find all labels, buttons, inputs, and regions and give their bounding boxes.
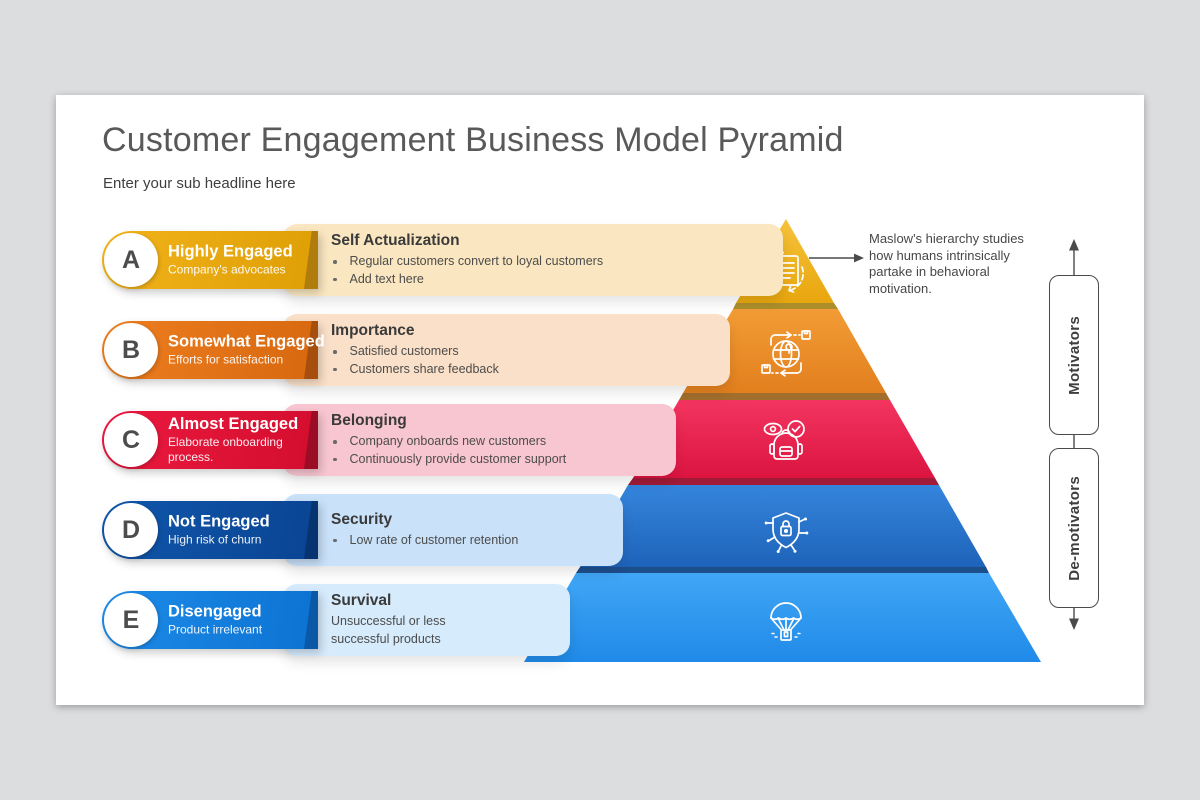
level-bullet: Low rate of customer retention [331, 532, 623, 550]
pill-text: Disengaged Product irrelevant [168, 602, 318, 637]
level-bullet: Satisfied customers [331, 343, 730, 361]
bullet-dot-icon [333, 457, 337, 461]
pill-title: Highly Engaged [168, 242, 293, 261]
badge-letter: C [121, 425, 141, 454]
de-motivators-box: De-motivators [1049, 448, 1099, 608]
bullet-text: Company onboards new customers [349, 434, 547, 448]
level-bullet: Add text here [331, 271, 783, 289]
level-band: Self Actualization Regular customers con… [283, 224, 783, 296]
letter-badge: D [104, 503, 158, 557]
bullet-text: Regular customers convert to loyal custo… [349, 254, 604, 268]
pill-title: Disengaged [168, 602, 262, 621]
pill-subtitle: Company's advocates [168, 262, 286, 277]
bullet-text: Satisfied customers [349, 344, 459, 358]
level-band: Security Low rate of customer retention [283, 494, 623, 566]
pill-text: Not Engaged High risk of churn [168, 512, 318, 547]
badge-letter: D [121, 515, 141, 544]
level-band: Importance Satisfied customers Customers… [283, 314, 730, 386]
badge-letter: A [121, 245, 141, 274]
level-text-line: successful products [331, 631, 441, 646]
level-heading: Belonging [331, 412, 407, 429]
level-bullet: Continuously provide customer support [331, 451, 676, 469]
pill-title: Somewhat Engaged [168, 332, 325, 351]
level-bullet: Company onboards new customers [331, 433, 676, 451]
page-title: Customer Engagement Business Model Pyram… [102, 121, 844, 159]
page-subtitle: Enter your sub headline here [103, 175, 296, 192]
pill-subtitle: High risk of churn [168, 532, 262, 547]
level-heading: Importance [331, 322, 415, 339]
bullet-dot-icon [333, 538, 337, 543]
bullet-dot-icon [333, 277, 337, 281]
bullet-dot-icon [333, 260, 337, 264]
level-heading: Security [331, 510, 393, 528]
level-heading: Survival [331, 592, 392, 609]
pill-text: Almost Engaged Elaborate onboarding proc… [168, 415, 318, 465]
letter-badge: A [104, 233, 158, 287]
badge-letter: B [121, 335, 141, 364]
annotation-text: Maslow's hierarchy studies how humans in… [869, 231, 1024, 296]
pill-text: Somewhat Engaged Efforts for satisfactio… [168, 332, 325, 367]
pill-title: Not Engaged [168, 512, 270, 531]
de-motivators-label: De-motivators [1065, 475, 1083, 581]
pill-subtitle: Product irrelevant [168, 622, 263, 637]
level-bullet: Regular customers convert to loyal custo… [331, 253, 783, 271]
motivators-label: Motivators [1065, 315, 1083, 395]
letter-badge: B [104, 323, 158, 377]
level-band: Survival Unsuccessful or less successful… [283, 584, 570, 656]
level-band: Belonging Company onboards new customers… [283, 404, 676, 476]
level-heading: Self Actualization [331, 232, 460, 249]
letter-badge: E [104, 593, 158, 647]
pill-subtitle: Elaborate onboarding process. [168, 435, 283, 465]
level-pill: Almost Engaged Elaborate onboarding proc… [102, 411, 318, 469]
pill-text: Highly Engaged Company's advocates [168, 242, 318, 277]
level-pill: Highly Engaged Company's advocates A [102, 231, 318, 289]
level-bullet: Customers share feedback [331, 361, 730, 379]
bullet-dot-icon [333, 440, 337, 444]
level-text-line: Unsuccessful or less [331, 614, 446, 628]
bullet-dot-icon [333, 350, 337, 354]
badge-letter: E [122, 605, 140, 634]
bullet-text: Add text here [349, 271, 424, 286]
level-pill: Not Engaged High risk of churn D [102, 501, 318, 559]
motivators-box: Motivators [1049, 275, 1099, 435]
bullet-text: Continuously provide customer support [349, 451, 567, 466]
bullet-text: Low rate of customer retention [349, 532, 519, 547]
bullet-text: Customers share feedback [349, 361, 499, 376]
level-pill: Disengaged Product irrelevant E [102, 591, 318, 649]
letter-badge: C [104, 413, 158, 467]
level-pill: Somewhat Engaged Efforts for satisfactio… [102, 321, 325, 379]
pill-title: Almost Engaged [168, 415, 299, 434]
pill-subtitle: Efforts for satisfaction [168, 352, 284, 367]
bullet-dot-icon [333, 367, 337, 371]
